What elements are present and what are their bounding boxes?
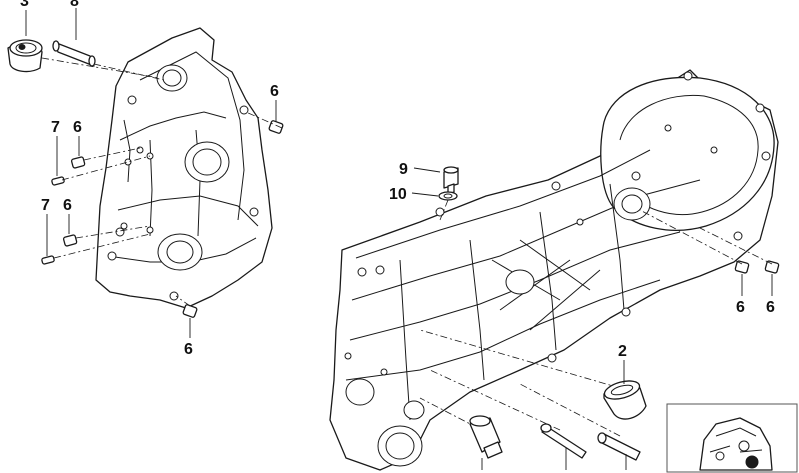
callout-6: 6	[270, 83, 279, 100]
washer-part-10	[438, 191, 458, 201]
leader-lines	[25, 8, 773, 470]
assembly-lines-left	[41, 57, 283, 307]
detail-inset	[666, 403, 798, 473]
callout-6: 6	[63, 197, 72, 214]
dowel-sleeves-right	[734, 260, 780, 274]
assembly-line-bolt	[439, 199, 449, 221]
callout-6: 6	[184, 341, 193, 358]
callout-7: 7	[41, 197, 50, 214]
bearing-part-3	[7, 39, 43, 73]
right-crankcase-half	[329, 69, 779, 471]
callout-8: 8	[70, 0, 79, 10]
long-bolt-part-5	[540, 423, 587, 459]
assembly-lines-right	[419, 209, 773, 437]
callout-3: 3	[20, 0, 29, 10]
bearing-part-2	[603, 380, 647, 420]
callout-6: 6	[736, 299, 745, 316]
callout-4: 4	[621, 471, 630, 473]
dowel-sleeves-left	[41, 120, 284, 318]
shaft-part-4	[597, 432, 641, 461]
plug-part-1	[469, 415, 503, 459]
callout-6: 6	[73, 119, 82, 136]
bolt-part-9	[443, 166, 459, 195]
callout-labels: 3 8 6 7 6 7 6 6 9 10 6 6 2 1 5 4	[20, 0, 775, 473]
shaft-pin-part-8	[52, 40, 96, 67]
callout-10: 10	[389, 186, 407, 203]
callout-6: 6	[766, 299, 775, 316]
callout-7: 7	[51, 119, 60, 136]
callout-1: 1	[477, 471, 486, 473]
callout-2: 2	[618, 343, 627, 360]
left-crankcase-half	[95, 27, 273, 309]
callout-9: 9	[399, 161, 408, 178]
callout-5: 5	[561, 471, 570, 473]
